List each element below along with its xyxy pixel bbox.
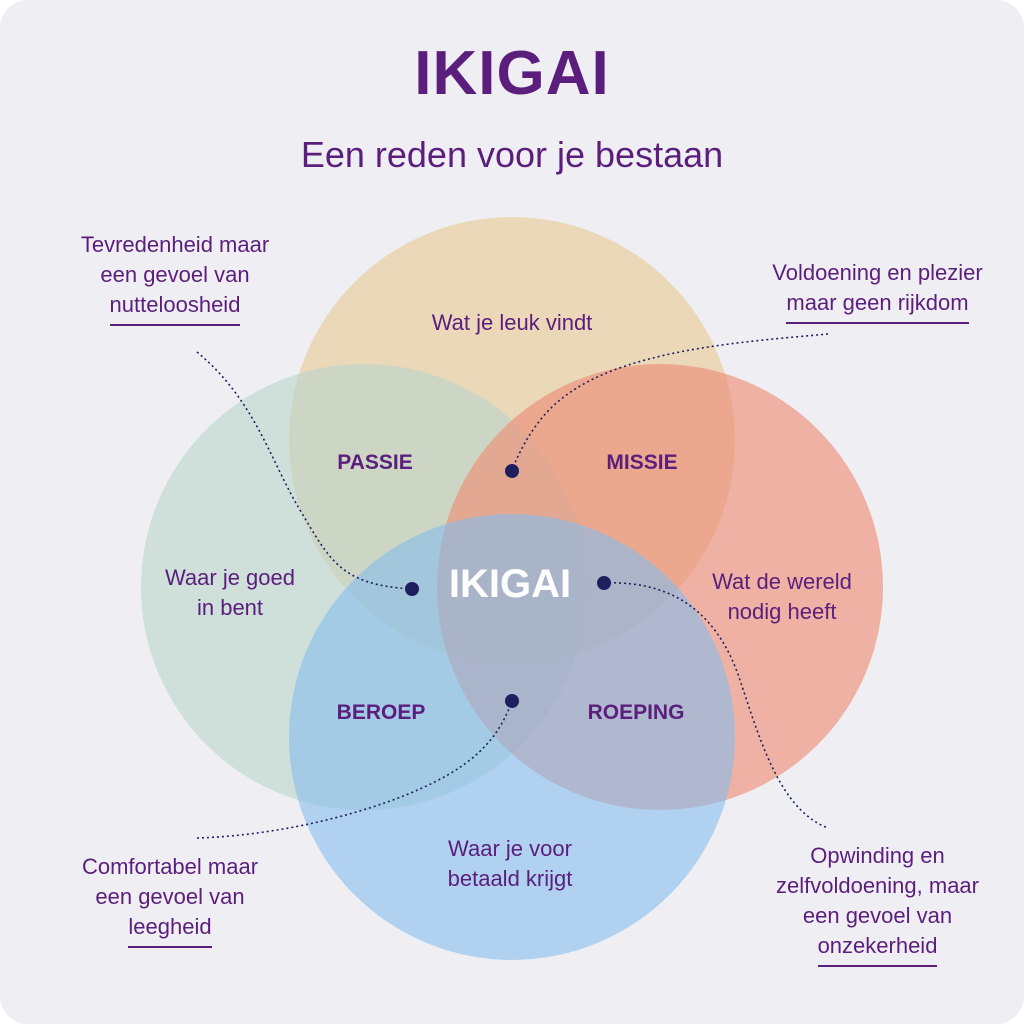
dot-profession bbox=[505, 694, 519, 708]
label-left-line-1: Waar je goed bbox=[164, 565, 296, 590]
note-bottom-right: Opwinding en zelfvoldoening, maar een ge… bbox=[745, 841, 1010, 967]
connector-bottom-left bbox=[196, 700, 513, 839]
connector-top-left bbox=[196, 351, 413, 590]
note-top-left-line-1: Tevredenheid maar bbox=[80, 232, 270, 257]
zone-missie: MISSIE bbox=[606, 451, 678, 474]
circle-bottom bbox=[289, 514, 735, 960]
page-title: IKIGAI bbox=[414, 39, 610, 108]
note-bottom-right-line-1: Opwinding en bbox=[810, 843, 945, 868]
label-bottom-line-1: Waar je voor bbox=[448, 836, 572, 861]
zone-ikigai-center: IKIGAI bbox=[448, 562, 572, 606]
zone-roeping: ROEPING bbox=[587, 701, 685, 724]
note-bottom-right-line-3: een gevoel van bbox=[802, 903, 953, 928]
note-top-left-line-3: nutteloosheid bbox=[109, 290, 241, 326]
dot-vocation bbox=[597, 576, 611, 590]
zone-beroep: BEROEP bbox=[336, 701, 426, 724]
note-bottom-left-line-2: een gevoel van bbox=[95, 884, 245, 909]
note-bottom-right-line-4: onzekerheid bbox=[817, 931, 938, 967]
note-top-right-line-2: maar geen rijkdom bbox=[786, 288, 969, 324]
dot-passion bbox=[405, 582, 419, 596]
label-top-line-1: Wat je leuk vindt bbox=[431, 310, 593, 335]
note-top-right: Voldoening en plezier maar geen rijkdom bbox=[740, 258, 1015, 324]
label-bottom-line-2: betaald krijgt bbox=[447, 866, 573, 891]
label-right-circle: Wat de wereld nodig heeft bbox=[682, 567, 882, 627]
dot-mission bbox=[505, 464, 519, 478]
label-top-circle: Wat je leuk vindt bbox=[382, 308, 642, 338]
label-left-circle: Waar je goed in bent bbox=[130, 563, 330, 623]
note-bottom-left: Comfortabel maar een gevoel van leegheid bbox=[45, 852, 295, 948]
label-left-line-2: in bent bbox=[196, 595, 264, 620]
connector-bottom-right bbox=[603, 582, 829, 829]
note-bottom-right-line-2: zelfvoldoening, maar bbox=[775, 873, 979, 898]
note-top-right-line-1: Voldoening en plezier bbox=[772, 260, 983, 285]
label-right-line-1: Wat de wereld bbox=[712, 569, 852, 594]
note-top-left: Tevredenheid maar een gevoel van nuttelo… bbox=[40, 230, 310, 326]
note-top-left-line-2: een gevoel van bbox=[100, 262, 250, 287]
page-subtitle: Een reden voor je bestaan bbox=[300, 134, 724, 175]
label-bottom-circle: Waar je voor betaald krijgt bbox=[400, 834, 620, 894]
note-bottom-left-line-3: leegheid bbox=[128, 912, 212, 948]
note-bottom-left-line-1: Comfortabel maar bbox=[81, 854, 259, 879]
label-right-line-2: nodig heeft bbox=[727, 599, 837, 624]
zone-passie: PASSIE bbox=[337, 451, 413, 474]
